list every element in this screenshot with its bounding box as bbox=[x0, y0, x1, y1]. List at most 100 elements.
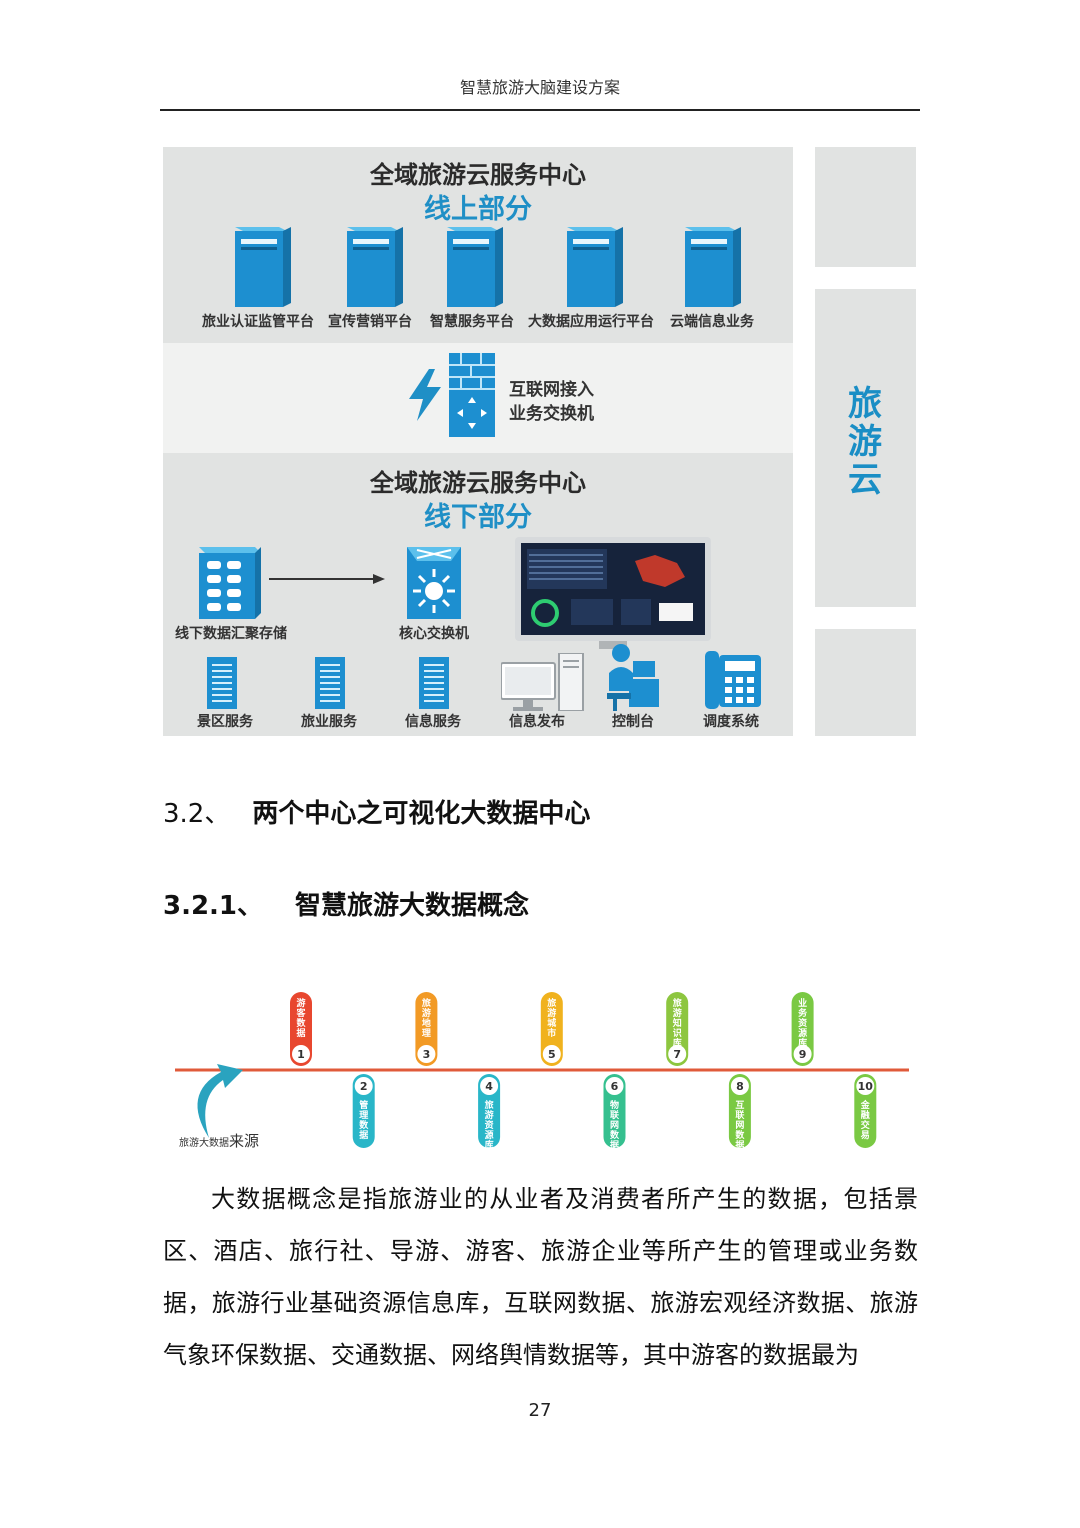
offline-item-label: 调度系统 bbox=[703, 714, 759, 730]
core-switch-label: 核心交换机 bbox=[399, 626, 469, 642]
source-label: 旅游大数据来源 bbox=[179, 1132, 259, 1150]
timeline-label-char: 数 bbox=[610, 1129, 620, 1141]
timeline-label-char: 客 bbox=[295, 1007, 306, 1019]
switch-label: 业务交换机 bbox=[509, 404, 594, 424]
timeline-label-char: 库 bbox=[673, 1037, 682, 1049]
offline-item-label: 信息服务 bbox=[405, 714, 461, 730]
rack-server-icon bbox=[419, 657, 449, 713]
offline-item-label: 景区服务 bbox=[197, 714, 253, 730]
timeline-label-char: 库 bbox=[798, 1037, 807, 1049]
timeline-label-char: 旅 bbox=[485, 1099, 494, 1111]
timeline-label-char: 市 bbox=[547, 1027, 556, 1039]
timeline-label-char: 源 bbox=[485, 1129, 494, 1141]
operator-console-icon bbox=[607, 643, 659, 715]
offline-item-label: 旅业服务 bbox=[301, 714, 357, 730]
tourism-cloud-label: 旅游云 bbox=[848, 384, 882, 500]
online-title: 全域旅游云服务中心 bbox=[370, 161, 586, 189]
timeline-label-char: 理 bbox=[359, 1110, 368, 1121]
subsection-title: 智慧旅游大数据概念 bbox=[295, 891, 530, 921]
timeline-number: 8 bbox=[736, 1080, 744, 1093]
server-label: 宣传营销平台 bbox=[328, 314, 412, 330]
timeline-label-char: 网 bbox=[735, 1120, 744, 1131]
cloud-column bbox=[815, 147, 916, 736]
timeline-label-char: 联 bbox=[735, 1109, 745, 1121]
curved-arrow-icon bbox=[197, 1064, 243, 1138]
timeline-label-char: 地 bbox=[422, 1017, 431, 1029]
timeline-number-badge bbox=[856, 1077, 875, 1095]
timeline-label-char: 识 bbox=[673, 1027, 682, 1039]
subsection-number: 3.2.1、 bbox=[163, 891, 264, 921]
timeline-number-badge bbox=[730, 1077, 749, 1095]
header-rule bbox=[160, 109, 920, 111]
timeline-number: 6 bbox=[611, 1080, 619, 1093]
storage-label: 线下数据汇聚存储 bbox=[175, 626, 287, 642]
timeline-label-char: 旅 bbox=[422, 997, 431, 1009]
timeline-number: 1 bbox=[297, 1048, 305, 1061]
timeline-label-char: 据 bbox=[735, 1139, 744, 1151]
timeline-label-char: 数 bbox=[735, 1129, 745, 1141]
storage-icon bbox=[197, 547, 263, 623]
timeline-number: 2 bbox=[360, 1080, 368, 1093]
timeline-label-char: 物 bbox=[610, 1099, 619, 1111]
timeline-number-badge bbox=[480, 1077, 499, 1095]
timeline-label-char: 数 bbox=[359, 1119, 369, 1131]
offline-title: 全域旅游云服务中心 bbox=[370, 469, 586, 497]
timeline-item: 8 互联网数据 bbox=[728, 1074, 751, 1151]
lightning-icon bbox=[407, 369, 443, 425]
switch-label: 互联网接入 bbox=[509, 380, 594, 400]
cloud-column-gap bbox=[815, 607, 916, 629]
phone-icon bbox=[705, 651, 761, 713]
timeline-number: 9 bbox=[799, 1048, 807, 1061]
timeline-label-char: 理 bbox=[422, 1028, 431, 1039]
timeline-label-char: 游 bbox=[673, 1007, 682, 1019]
timeline-number: 7 bbox=[673, 1048, 681, 1061]
subsection-heading: 3.2.1、 智慧旅游大数据概念 bbox=[163, 885, 529, 922]
timeline-number: 3 bbox=[423, 1048, 431, 1061]
server-icon bbox=[559, 227, 631, 307]
column-divider bbox=[793, 147, 815, 736]
section-heading: 3.2、两个中心之可视化大数据中心 bbox=[163, 793, 590, 830]
timeline-label-char: 据 bbox=[359, 1129, 368, 1141]
timeline-label-char: 游 bbox=[422, 1007, 431, 1019]
data-source-timeline: 旅游大数据来源1游客数据2管理数据3旅游地理4旅游资源库5旅游城市6物联网数据7… bbox=[175, 992, 909, 1151]
timeline-label-char: 旅 bbox=[673, 997, 682, 1009]
timeline-number-badge bbox=[605, 1077, 624, 1095]
running-header: 智慧旅游大脑建设方案 bbox=[459, 78, 620, 97]
core-switch-icon bbox=[407, 547, 461, 623]
timeline-label-char: 源 bbox=[798, 1027, 807, 1039]
firewall-switch-icon bbox=[449, 353, 495, 441]
architecture-diagram: 全域旅游云服务中心 线上部分 bbox=[163, 147, 916, 736]
server-icon bbox=[439, 227, 511, 307]
timeline-label-char: 游 bbox=[485, 1109, 494, 1121]
timeline-label-char: 资 bbox=[485, 1119, 494, 1131]
section-title: 两个中心之可视化大数据中心 bbox=[252, 799, 591, 829]
timeline-label-char: 互 bbox=[735, 1100, 744, 1111]
server-label: 大数据应用运行平台 bbox=[528, 314, 654, 330]
source-label-big: 来源 bbox=[229, 1132, 259, 1150]
timeline-number-badge bbox=[354, 1077, 373, 1095]
source-label-small: 旅游大数据 bbox=[179, 1136, 229, 1149]
cloud-column-gap bbox=[815, 267, 916, 289]
timeline-number-badge bbox=[793, 1045, 812, 1063]
timeline-number: 10 bbox=[858, 1080, 874, 1093]
timeline-number-badge bbox=[668, 1045, 687, 1063]
dashboard-monitor-icon bbox=[515, 537, 711, 653]
timeline-label-char: 数 bbox=[296, 1017, 306, 1029]
timeline-number: 5 bbox=[548, 1048, 556, 1061]
server-label: 云端信息业务 bbox=[670, 314, 754, 330]
desktop-computer-icon bbox=[500, 652, 585, 715]
timeline-label-char: 业 bbox=[798, 997, 807, 1009]
timeline-number: 4 bbox=[485, 1080, 493, 1093]
timeline-label-char: 旅 bbox=[547, 997, 556, 1009]
timeline-label-char: 融 bbox=[861, 1109, 870, 1121]
timeline-label-char: 金 bbox=[860, 1099, 871, 1111]
